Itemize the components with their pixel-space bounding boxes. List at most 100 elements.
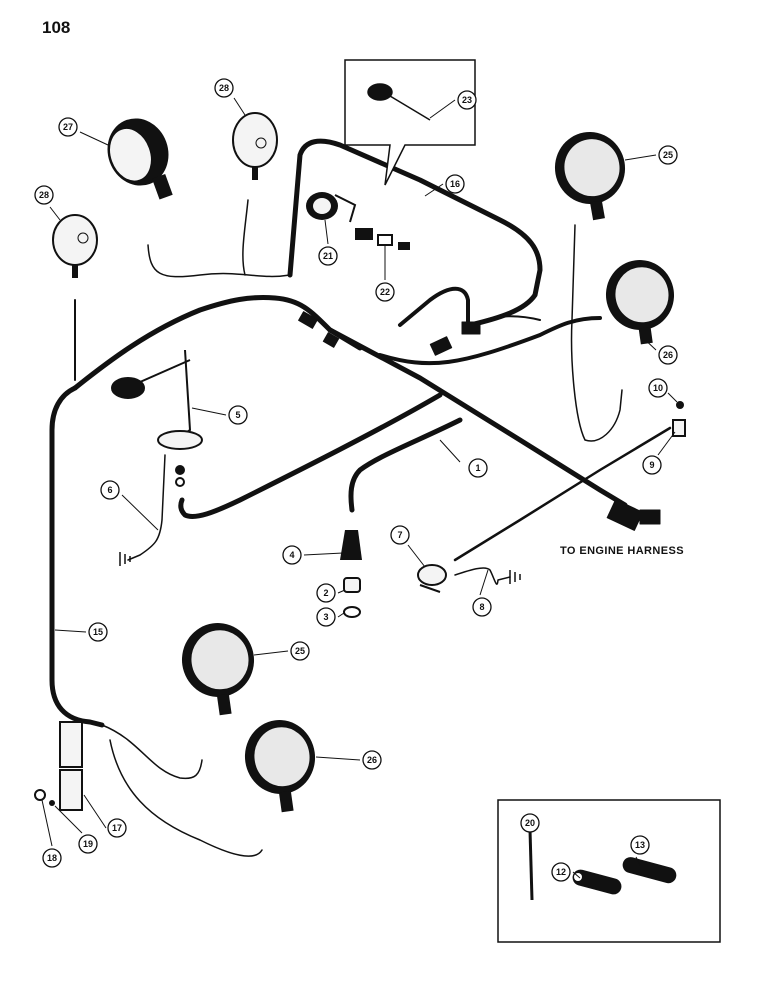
callout-c28b: 28 <box>34 185 54 205</box>
callout-c20: 20 <box>520 813 540 833</box>
callout-number: 18 <box>47 853 57 863</box>
harness-15 <box>49 385 105 728</box>
callout-leader <box>667 392 678 403</box>
wire-lamp-25-bottom <box>101 724 203 780</box>
callout-number: 20 <box>525 818 535 828</box>
wire-lamp-26-top-connector <box>474 315 541 329</box>
callout-leader <box>83 794 107 829</box>
inset-23 <box>344 59 476 186</box>
callout-leader <box>639 334 657 351</box>
callout-c3: 3 <box>316 607 336 627</box>
connector-d <box>461 321 481 335</box>
wire-lamp-27 <box>147 244 291 278</box>
callout-number: 13 <box>635 840 645 850</box>
callout-leader <box>324 219 329 245</box>
wire-9 <box>453 426 672 562</box>
callout-c17: 17 <box>107 818 127 838</box>
callout-leader <box>337 589 346 594</box>
harness-gauge-branch <box>178 392 443 519</box>
wire-lamp-25-top <box>570 224 623 442</box>
callout-leader <box>233 97 246 116</box>
callout-number: 1 <box>475 463 480 473</box>
connector-22 <box>355 228 410 250</box>
callout-number: 2 <box>323 588 328 598</box>
callout-leader <box>657 431 676 456</box>
callout-c8: 8 <box>472 597 492 617</box>
callout-number: 28 <box>39 190 49 200</box>
callout-number: 15 <box>93 627 103 637</box>
callout-number: 28 <box>219 83 229 93</box>
wire-lamp-28-right <box>242 199 249 276</box>
callout-leader <box>49 206 61 221</box>
callout-c25a: 25 <box>658 145 678 165</box>
callout-number: 23 <box>462 95 472 105</box>
harness-1 <box>327 327 628 508</box>
lamp-26-bottom <box>244 720 316 813</box>
lamp-26-right <box>605 260 675 345</box>
callout-c18: 18 <box>42 848 62 868</box>
callout-c22: 22 <box>375 282 395 302</box>
callout-number: 3 <box>323 612 328 622</box>
callout-number: 17 <box>112 823 122 833</box>
harness-main-top <box>72 295 363 391</box>
temp-sender <box>672 401 686 437</box>
harness-lower-branch <box>348 417 463 513</box>
callout-leader <box>54 629 87 633</box>
plate-17 <box>59 721 83 811</box>
fuel-sender <box>111 349 203 487</box>
connector-c <box>429 336 453 356</box>
callout-number: 4 <box>289 550 294 560</box>
callout-leader <box>79 131 109 146</box>
lamp-25-top <box>554 132 626 221</box>
callout-c19: 19 <box>78 834 98 854</box>
callout-number: 21 <box>323 251 333 261</box>
harness-1-branch <box>378 316 602 366</box>
lamp-28-left <box>52 214 98 278</box>
callout-number: 16 <box>450 179 460 189</box>
callout-c16: 16 <box>445 174 465 194</box>
callout-c21: 21 <box>318 246 338 266</box>
callout-leader <box>424 183 444 197</box>
callout-leader <box>429 99 456 119</box>
callout-number: 26 <box>367 755 377 765</box>
callout-c4: 4 <box>282 545 302 565</box>
socket-21 <box>306 192 357 223</box>
wire-6-ground <box>127 454 166 561</box>
callout-leader <box>407 544 426 568</box>
callout-leader <box>479 569 489 596</box>
callout-number: 27 <box>63 122 73 132</box>
engine-connector-2 <box>639 509 661 525</box>
callout-c9: 9 <box>642 455 662 475</box>
callout-number: 26 <box>663 350 673 360</box>
callout-number: 22 <box>380 287 390 297</box>
callout-c15: 15 <box>88 622 108 642</box>
engine-connector <box>606 499 644 531</box>
callout-c13: 13 <box>630 835 650 855</box>
callout-c7: 7 <box>390 525 410 545</box>
switch-7 <box>417 564 447 593</box>
callout-leader <box>54 805 83 834</box>
callout-number: 9 <box>649 460 654 470</box>
page-number: 108 <box>42 18 71 37</box>
lamp-25-bottom <box>181 623 255 716</box>
callout-leader <box>439 439 461 463</box>
callout-number: 25 <box>295 646 305 656</box>
callout-leader <box>303 552 344 556</box>
callout-number: 25 <box>663 150 673 160</box>
callout-c27: 27 <box>58 117 78 137</box>
callout-number: 7 <box>397 530 402 540</box>
callout-leader <box>253 650 289 656</box>
wire-8 <box>454 567 511 585</box>
lamp-27 <box>107 118 173 200</box>
callout-number: 10 <box>653 383 663 393</box>
callout-c25b: 25 <box>290 641 310 661</box>
callout-leader <box>624 154 657 161</box>
connector-a <box>298 311 318 329</box>
callout-leader <box>572 871 581 879</box>
callout-c28a: 28 <box>214 78 234 98</box>
callout-leader <box>635 856 641 866</box>
callout-c12: 12 <box>551 862 571 882</box>
callout-number: 8 <box>479 602 484 612</box>
callout-leader <box>529 834 532 846</box>
wire-lamp-26-bottom <box>109 739 263 857</box>
